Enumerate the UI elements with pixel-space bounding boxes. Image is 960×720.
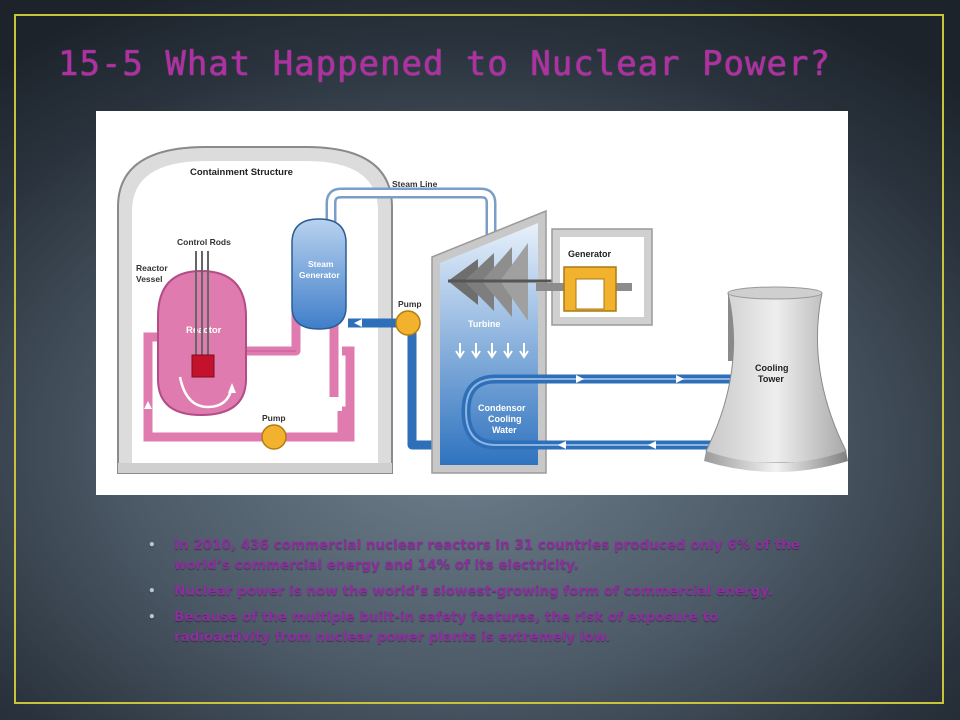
slide-title: 15-5 What Happened to Nuclear Power?	[58, 44, 831, 84]
turbine-blades	[448, 243, 566, 321]
control-rods-label: Control Rods	[177, 237, 231, 247]
bullet-item: • In 2010, 436 commercial nuclear reacto…	[148, 535, 808, 575]
bullet-list: • In 2010, 436 commercial nuclear reacto…	[148, 535, 808, 653]
reactor-vessel-label-line1: Reactor	[136, 263, 168, 273]
bullet-text: Nuclear power is now the world’s slowest…	[174, 583, 773, 599]
bullet-text: Because of the multiple built-in safety …	[174, 609, 719, 645]
condenser-label-line1: Condensor	[478, 403, 526, 413]
turbine-label: Turbine	[468, 319, 500, 329]
steam-line-label: Steam Line	[392, 179, 438, 189]
cooling-tower	[704, 286, 848, 472]
steam-generator-label-line2: Generator	[299, 270, 340, 280]
bullet-dot-icon: •	[148, 584, 156, 598]
nuclear-plant-diagram: Containment Structure Reactor Control Ro…	[96, 111, 848, 495]
condensation-arrows-icon	[455, 343, 529, 359]
condenser-label-line3: Water	[492, 425, 517, 435]
bullet-item: • Nuclear power is now the world’s slowe…	[148, 581, 808, 601]
reactor-vessel-label-line2: Vessel	[136, 274, 162, 284]
cooling-tower-label-line2: Tower	[758, 374, 784, 384]
reactor-label: Reactor	[186, 325, 222, 336]
pump-bottom-label: Pump	[262, 413, 286, 423]
containment-label: Containment Structure	[190, 167, 293, 178]
bullet-item: • Because of the multiple built-in safet…	[148, 607, 808, 647]
generator-label: Generator	[568, 249, 612, 259]
pump-bottom	[261, 424, 287, 450]
pump-top	[395, 310, 421, 336]
bullet-dot-icon: •	[148, 538, 156, 552]
steam-generator-label-line1: Steam	[308, 259, 334, 269]
bullet-dot-icon: •	[148, 610, 156, 624]
flow-arrow-icon	[178, 376, 234, 409]
reactor-core	[191, 354, 215, 378]
steam-generator	[291, 218, 347, 330]
cooling-tower-label-line1: Cooling	[755, 363, 789, 373]
control-rods	[195, 251, 209, 373]
pump-top-label: Pump	[398, 299, 422, 309]
bullet-text: In 2010, 436 commercial nuclear reactors…	[174, 537, 801, 573]
arrow-up-icon	[144, 401, 152, 409]
condenser-label-line2: Cooling	[488, 414, 522, 424]
slide-frame	[14, 14, 944, 704]
